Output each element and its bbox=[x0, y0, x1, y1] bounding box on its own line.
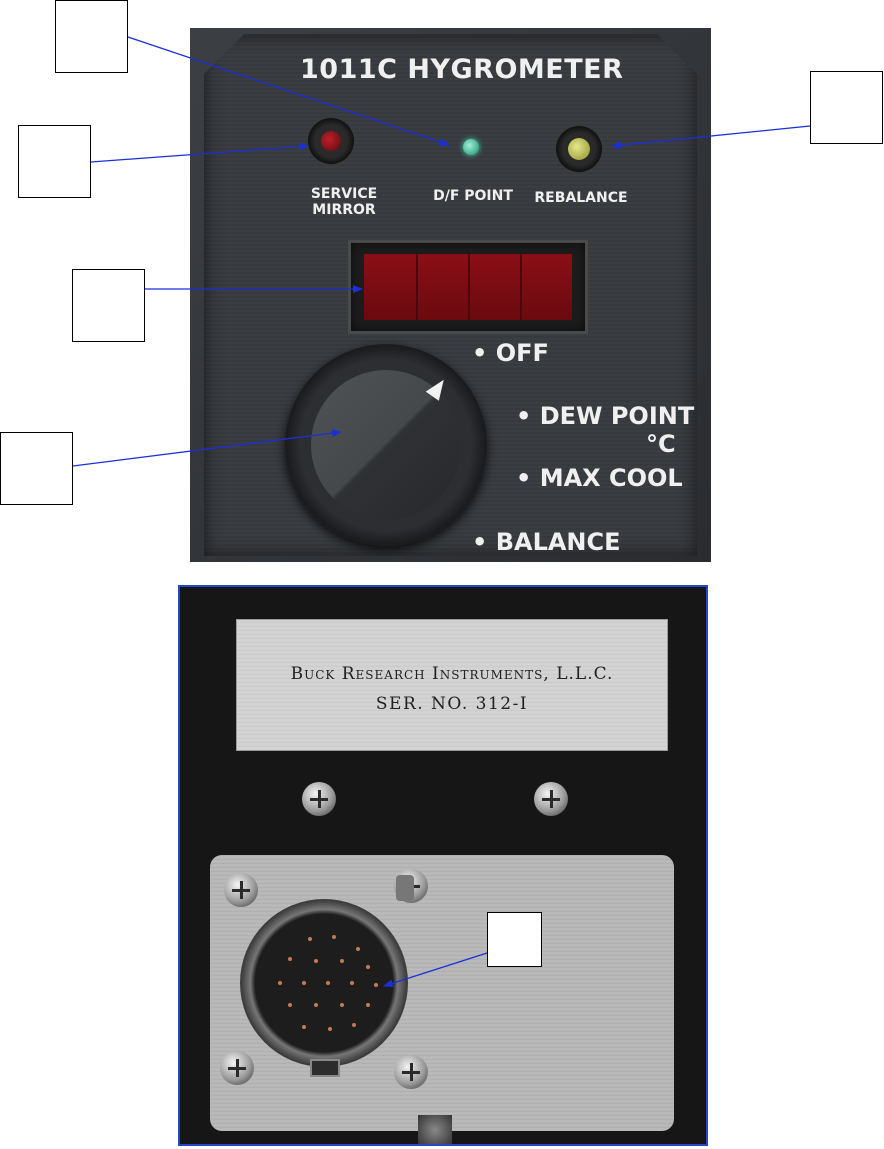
connector-pin bbox=[356, 947, 360, 951]
connector-pin bbox=[288, 1003, 292, 1007]
connector-pin bbox=[326, 981, 330, 985]
digit-separator bbox=[468, 254, 470, 320]
callout-box-rebalance bbox=[810, 71, 883, 144]
bottom-nut bbox=[418, 1115, 452, 1144]
service-mirror-led bbox=[308, 118, 354, 164]
display-bezel bbox=[348, 240, 588, 334]
screw-icon bbox=[534, 782, 568, 816]
selector-position-balance: • BALANCE bbox=[472, 528, 621, 556]
callout-box-display bbox=[72, 269, 145, 342]
screw-icon bbox=[224, 873, 258, 907]
connector-pin bbox=[308, 937, 312, 941]
digit-separator bbox=[520, 254, 522, 320]
connector-pin bbox=[328, 1027, 332, 1031]
connector-pin bbox=[350, 981, 354, 985]
connector-pin bbox=[366, 1003, 370, 1007]
selector-position-dew-point: • DEW POINT bbox=[516, 402, 695, 430]
rebalance-lamp bbox=[568, 138, 590, 160]
service-label-line2: MIRROR bbox=[312, 202, 376, 218]
service-label-line1: SERVICE bbox=[310, 186, 378, 202]
connector-latch bbox=[396, 875, 414, 901]
connector-pin bbox=[314, 959, 318, 963]
df-point-label: D/F POINT bbox=[433, 188, 513, 204]
callout-box-connector bbox=[487, 912, 542, 967]
manufacturer-nameplate: Buck Research Instruments, L.L.C. SER. N… bbox=[236, 619, 668, 751]
multi-pin-connector[interactable] bbox=[240, 899, 408, 1067]
connector-plate bbox=[210, 855, 674, 1131]
hygrometer-back-panel: Buck Research Instruments, L.L.C. SER. N… bbox=[178, 585, 708, 1146]
selector-position-max-cool: • MAX COOL bbox=[516, 464, 683, 492]
connector-pin bbox=[366, 965, 370, 969]
screw-icon bbox=[220, 1051, 254, 1085]
connector-pin bbox=[302, 1025, 306, 1029]
manufacturer-name: Buck Research Instruments, L.L.C. bbox=[290, 664, 614, 684]
callout-box-service-mirror bbox=[18, 125, 91, 198]
service-mirror-label: SERVICE MIRROR bbox=[304, 186, 384, 218]
connector-key-tab bbox=[310, 1059, 340, 1077]
callout-box-knob bbox=[0, 432, 73, 505]
front-faceplate: 1011C HYGROMETER SERVICE MIRROR D/F POIN… bbox=[204, 34, 697, 556]
serial-number: SER. NO. 312-I bbox=[375, 694, 529, 714]
mode-selector-knob[interactable] bbox=[285, 344, 487, 546]
hygrometer-front-panel: 1011C HYGROMETER SERVICE MIRROR D/F POIN… bbox=[190, 28, 711, 562]
dew-point-unit: °C bbox=[646, 430, 676, 458]
connector-pin bbox=[314, 1003, 318, 1007]
screw-icon bbox=[394, 1055, 428, 1089]
connector-pin bbox=[352, 1023, 356, 1027]
service-mirror-lamp bbox=[321, 131, 341, 151]
connector-pin bbox=[332, 935, 336, 939]
connector-pin bbox=[340, 959, 344, 963]
callout-box-df-point bbox=[55, 0, 128, 73]
instrument-title: 1011C HYGROMETER bbox=[300, 54, 624, 85]
df-point-led bbox=[463, 139, 479, 155]
connector-pin bbox=[302, 981, 306, 985]
connector-pin bbox=[278, 981, 282, 985]
connector-pin bbox=[374, 983, 378, 987]
rebalance-label: REBALANCE bbox=[534, 190, 628, 206]
rebalance-led bbox=[556, 126, 602, 172]
digit-separator bbox=[416, 254, 418, 320]
selector-position-off: • OFF bbox=[472, 339, 549, 367]
screw-icon bbox=[302, 782, 336, 816]
connector-pin bbox=[288, 957, 292, 961]
connector-pin bbox=[340, 1003, 344, 1007]
led-digit-display bbox=[364, 254, 572, 320]
